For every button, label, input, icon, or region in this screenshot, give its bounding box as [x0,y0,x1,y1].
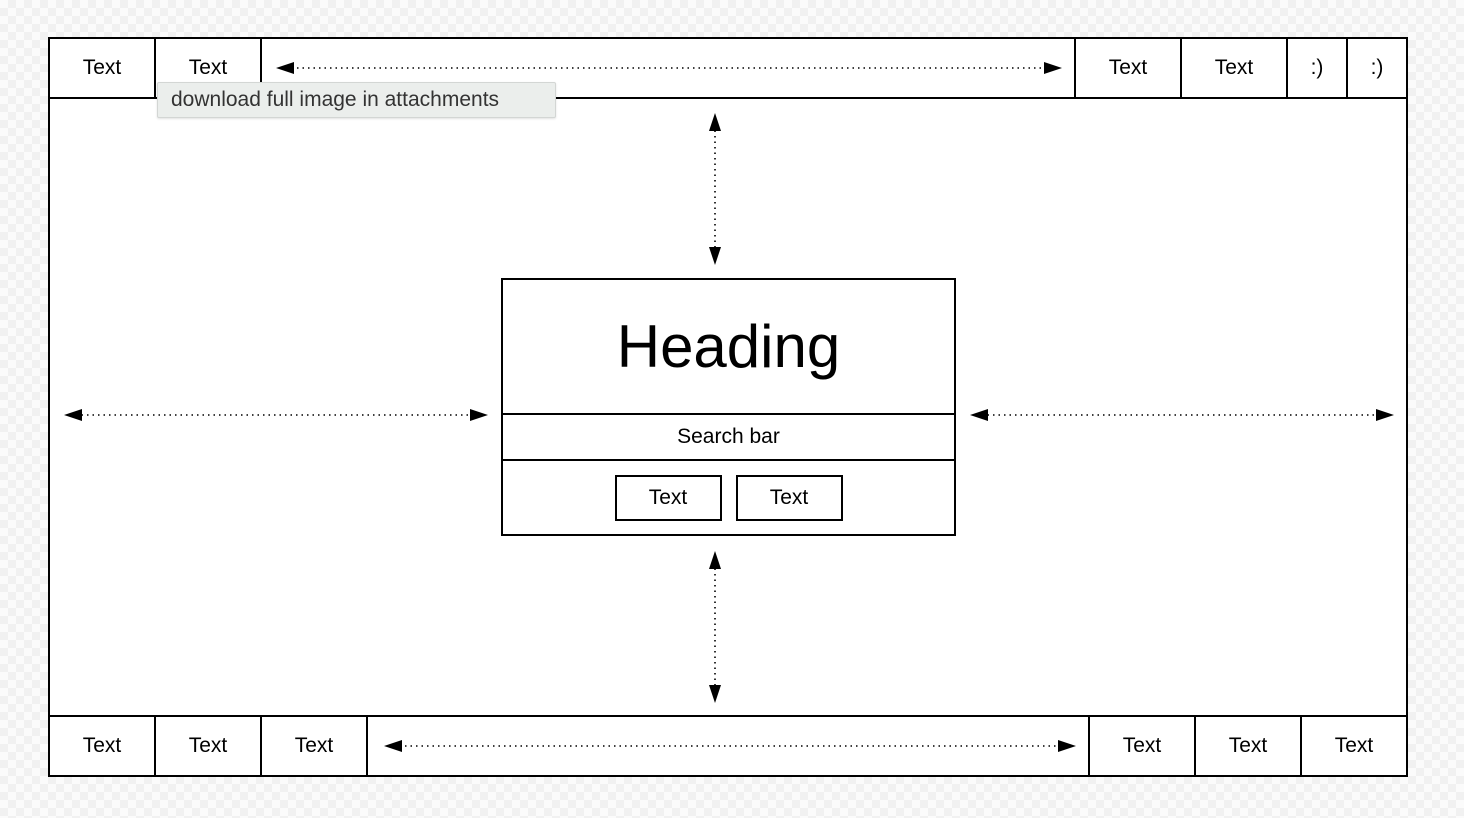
horizontal-double-arrow-icon [276,62,1062,74]
secondary-button[interactable]: Text [735,474,843,521]
search-bar[interactable]: Search bar [503,415,954,461]
footer-item[interactable]: Text [156,717,262,775]
card-actions: Text Text [503,461,954,534]
smiley-icon-button[interactable]: :) [1286,39,1346,97]
footer-item[interactable]: Text [1194,717,1300,775]
footer-flex-spacer [368,717,1088,775]
top-nav-item[interactable]: Text [50,39,156,97]
horizontal-double-arrow-icon [384,740,1076,752]
page-heading: Heading [503,280,954,415]
vertical-double-arrow-icon [709,551,721,703]
hero-card: Heading Search bar Text Text [501,278,956,536]
footer-item[interactable]: Text [262,717,368,775]
top-flex-spacer [262,39,1074,97]
footer-item[interactable]: Text [1088,717,1194,775]
vertical-double-arrow-icon [709,113,721,265]
horizontal-double-arrow-icon [970,409,1394,421]
primary-button[interactable]: Text [614,474,722,521]
footer-bar: Text Text Text Text Text Text [50,715,1406,775]
footer-item[interactable]: Text [50,717,156,775]
top-nav-item[interactable]: Text [1180,39,1286,97]
horizontal-double-arrow-icon [64,409,488,421]
tooltip: download full image in attachments [157,82,556,118]
footer-item[interactable]: Text [1300,717,1406,775]
top-nav-item[interactable]: Text [1074,39,1180,97]
smiley-icon-button[interactable]: :) [1346,39,1406,97]
